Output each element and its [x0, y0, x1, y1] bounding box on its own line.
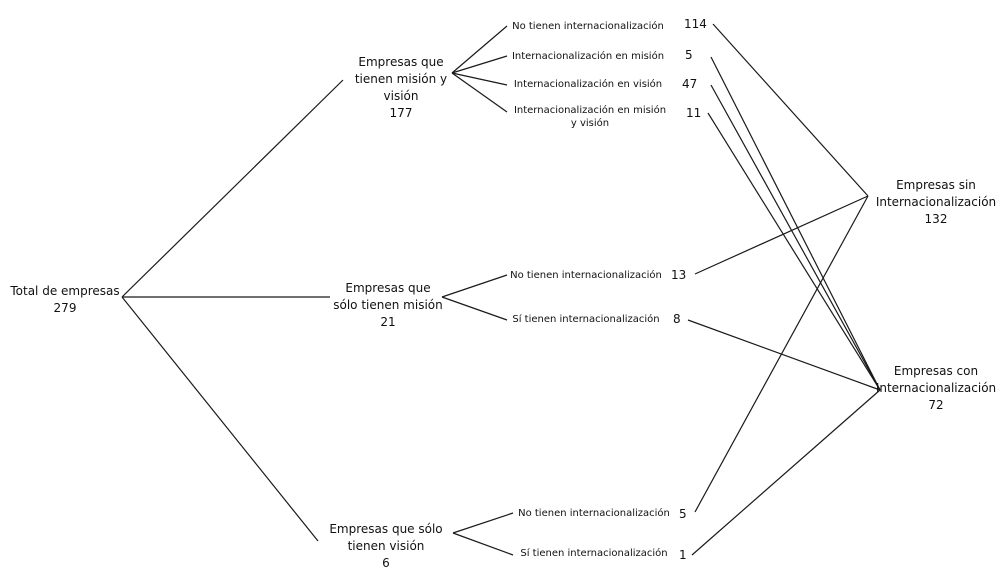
edge-b3-leaf-1	[452, 512, 514, 534]
leaf-value: 5	[685, 48, 693, 62]
edge-root-branch-3	[121, 296, 319, 542]
edge-1-to-con	[691, 389, 881, 556]
outcome-value: 132	[924, 212, 948, 226]
edge-8-to-con	[687, 319, 881, 391]
leaf-value: 8	[673, 312, 681, 326]
branch-node-mision-vision: Empresas que tienen misión y visión 177	[346, 54, 456, 122]
edge-47-to-con	[710, 84, 881, 391]
branch-value: 6	[382, 556, 390, 570]
edge-b2-leaf-2	[441, 296, 508, 321]
leaf-value: 5	[679, 507, 687, 521]
outcome-label-line: Empresas con	[893, 364, 979, 378]
branch-label-line: tienen misión y	[354, 72, 448, 86]
outcome-value: 72	[928, 398, 944, 412]
leaf-value: 114	[684, 17, 707, 31]
edge-b1-leaf-4	[451, 72, 508, 113]
leaf-value: 47	[682, 77, 698, 91]
edge-5b-to-sin	[694, 195, 869, 513]
edge-b1-leaf-2	[451, 55, 508, 74]
root-value: 279	[53, 301, 77, 315]
edge-13-to-sin	[694, 195, 869, 275]
leaf-label: Sí tienen internacionalización	[512, 314, 660, 325]
edge-b3-leaf-2	[452, 532, 514, 556]
branch-label-line: sólo tienen misión	[333, 298, 443, 312]
leaf-b2-2: Sí tienen internacionalización	[508, 313, 664, 326]
leaf-b1-2: Internacionalización en misión	[508, 50, 668, 63]
leaf-b3-2: Sí tienen internacionalización	[514, 547, 674, 560]
branch-label-line: Empresas que	[358, 55, 444, 69]
edge-b2-leaf-1	[441, 274, 508, 298]
leaf-label: Internacionalización en misión	[511, 51, 665, 62]
branch-node-solo-mision: Empresas que sólo tienen misión 21	[320, 280, 456, 331]
leaf-b2-1: No tienen internacionalización	[508, 269, 664, 282]
outcome-label-line: Empresas sin	[896, 178, 976, 192]
edge-b1-leaf-1	[451, 25, 508, 74]
leaf-value: 13	[671, 268, 687, 282]
branch-label-line: Empresas que	[345, 281, 431, 295]
leaf-label: y visión	[570, 118, 610, 129]
edge-114-to-sin	[712, 23, 869, 197]
outcome-sin-internacionalizacion: Empresas sin Internacionalización 132	[866, 177, 1006, 228]
leaf-label: Internacionalización en visión	[513, 79, 663, 90]
leaf-label: Internacionalización en misión	[513, 105, 667, 116]
root-label: Total de empresas	[10, 284, 120, 298]
leaf-b3-1: No tienen internacionalización	[514, 507, 674, 520]
branch-node-solo-vision: Empresas que sólo tienen visión 6	[316, 521, 456, 572]
outcome-label-line: Internacionalización	[875, 195, 997, 209]
root-node: Total de empresas 279	[6, 283, 124, 317]
edge-b1-leaf-3	[451, 72, 508, 86]
branch-label-line: visión	[383, 89, 419, 103]
leaf-value: 11	[686, 106, 702, 120]
leaf-b1-3: Internacionalización en visión	[508, 78, 668, 91]
outcome-label-line: Internacionalización	[875, 381, 997, 395]
leaf-label: No tienen internacionalización	[510, 270, 662, 281]
branch-label-line: tienen visión	[347, 539, 425, 553]
branch-label-line: Empresas que sólo	[329, 522, 443, 536]
leaf-label: No tienen internacionalización	[518, 508, 670, 519]
edge-root-branch-1	[121, 79, 344, 298]
edge-11-to-con	[707, 112, 881, 391]
branch-value: 21	[380, 315, 396, 329]
branch-value: 177	[389, 106, 413, 120]
outcome-con-internacionalizacion: Empresas con Internacionalización 72	[866, 363, 1006, 414]
leaf-b1-4: Internacionalización en misión y visión	[506, 104, 674, 130]
leaf-b1-1: No tienen internacionalización	[508, 20, 668, 33]
leaf-label: Sí tienen internacionalización	[520, 548, 668, 559]
leaf-label: No tienen internacionalización	[512, 21, 664, 32]
leaf-value: 1	[679, 548, 687, 562]
edge-5-to-con	[710, 56, 881, 391]
